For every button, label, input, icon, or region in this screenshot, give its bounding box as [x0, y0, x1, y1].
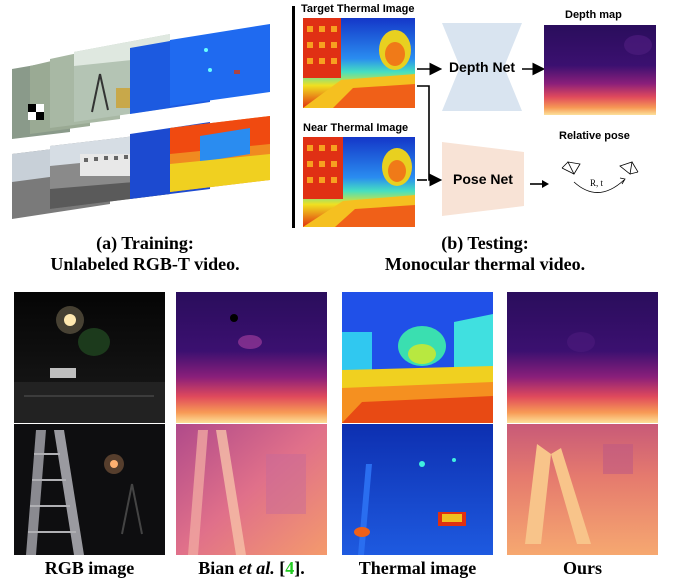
caption-bian-ref[interactable]: 4: [285, 558, 295, 578]
panel-a-caption: (a) Training: Unlabeled RGB-T video.: [10, 233, 280, 275]
rgb-image-night: [14, 292, 165, 423]
panel-b-arrows: [417, 62, 545, 187]
depth-map-label: Depth map: [565, 9, 622, 21]
pose-output-arrow: [530, 176, 550, 194]
caption-bian: Bian et al. [4].: [168, 558, 335, 579]
bian-depth-indoor: [176, 424, 327, 555]
relative-pose-diagram: R, t: [560, 152, 640, 204]
near-thermal-image: [303, 137, 415, 227]
caption-bian-open: [: [274, 558, 286, 578]
caption-rgb-image: RGB image: [44, 558, 135, 578]
thermal-image-indoor: [342, 424, 493, 555]
caption-bian-prefix: Bian: [198, 558, 239, 578]
caption-bian-etal: et al.: [238, 558, 275, 578]
panel-a-caption-line1: (a) Training:: [96, 233, 194, 253]
depth-net-label: Depth Net: [448, 59, 516, 75]
bian-depth-night: [176, 292, 327, 423]
target-thermal-image: [303, 18, 415, 108]
relative-pose-label: Relative pose: [559, 130, 630, 142]
rgb-image-indoor: [14, 424, 165, 555]
camera-right-icon: [619, 161, 639, 175]
ours-depth-night: [507, 292, 658, 423]
target-thermal-label: Target Thermal Image: [301, 3, 415, 15]
ours-depth-indoor: [507, 424, 658, 555]
camera-left-icon: [561, 161, 581, 175]
near-thermal-label: Near Thermal Image: [303, 122, 409, 134]
thermal-frames-top: [130, 24, 270, 114]
panel-b-caption-line2: Monocular thermal video.: [384, 254, 586, 274]
panel-b-caption: (b) Testing: Monocular thermal video.: [300, 233, 670, 275]
thermal-image-night: [342, 292, 493, 423]
depth-map-image: [544, 25, 656, 115]
rgb-frames-bottom: [12, 132, 170, 219]
thermal-frames-bottom: [130, 116, 270, 199]
pose-net-label: Pose Net: [453, 171, 513, 187]
panel-a-illustration: [10, 4, 280, 229]
depth-net-box: Depth Net: [442, 23, 522, 111]
panel-b-caption-line1: (b) Testing:: [441, 233, 529, 253]
pose-net-box: Pose Net: [442, 142, 524, 216]
panel-a-caption-line2: Unlabeled RGB-T video.: [50, 254, 240, 274]
caption-bian-close: ].: [294, 558, 305, 578]
pose-rt-text: R, t: [590, 178, 604, 188]
caption-thermal-image: Thermal image: [358, 558, 477, 578]
panel-b-divider: [292, 6, 295, 228]
caption-ours: Ours: [562, 558, 602, 578]
